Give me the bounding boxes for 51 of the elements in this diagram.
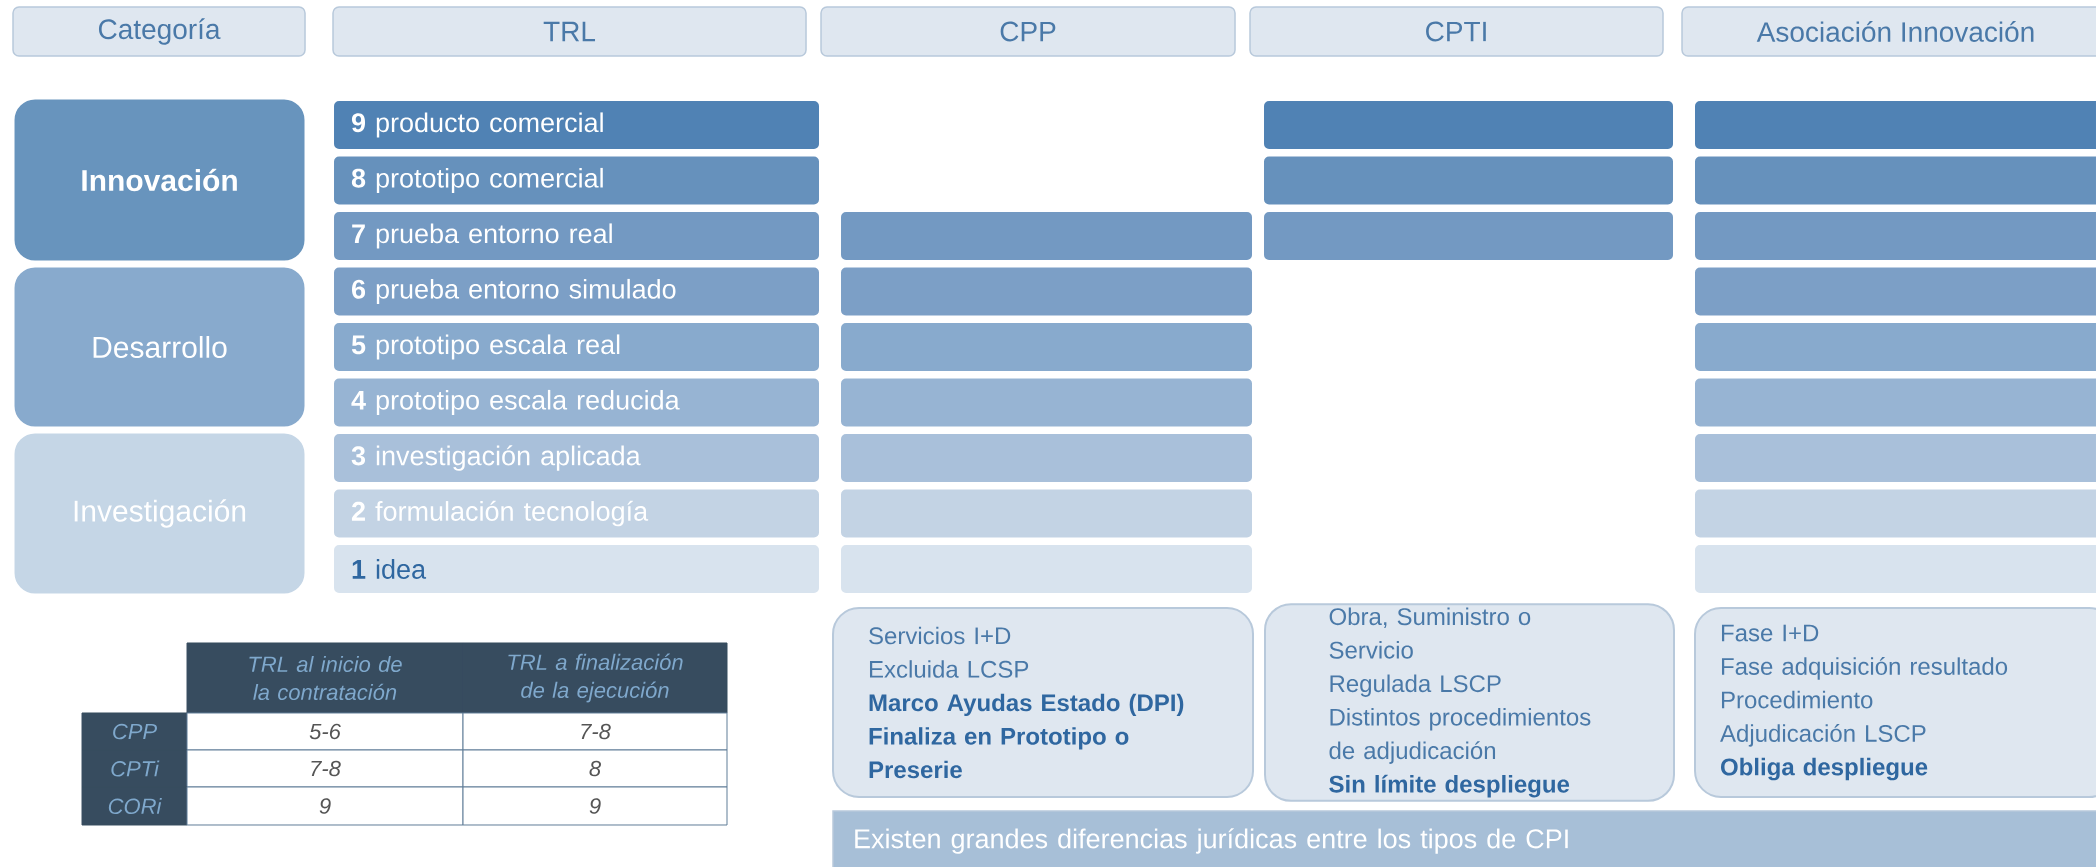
level-bar <box>1693 432 2096 484</box>
level-bar <box>1693 376 2096 429</box>
level-bar <box>1693 154 2096 207</box>
trl-level-bar: 7 prueba entorno real <box>332 210 821 262</box>
level-bar <box>839 376 1254 429</box>
trl-level-bar: 2 formulación tecnología <box>332 487 821 540</box>
level-bar <box>839 210 1254 262</box>
table-cell: 7-8 <box>186 749 464 788</box>
level-bar <box>1693 210 2096 262</box>
table-cell: 7-8 <box>462 712 728 751</box>
table-cell: TRL al inicio de la contratación <box>186 642 464 714</box>
table-cell: 8 <box>462 749 728 788</box>
level-bar <box>839 432 1254 484</box>
column-header: CPP <box>820 6 1236 57</box>
column-header: Categoría <box>12 6 306 57</box>
level-bar <box>1262 154 1675 207</box>
category-box: Innovación <box>11 96 308 264</box>
column-header: CPTI <box>1249 6 1664 57</box>
trl-level-bar: 1 idea <box>332 543 821 595</box>
table-cell: 9 <box>462 786 728 826</box>
level-bar <box>839 487 1254 540</box>
category-box: Desarrollo <box>11 264 308 430</box>
level-bar <box>1262 210 1675 262</box>
trl-level-bar: 4 prototipo escala reducida <box>332 376 821 429</box>
level-bar <box>839 265 1254 318</box>
info-box: Obra, Suministro o Servicio Regulada LSCP Distintos procedimientos de adjudicación Sin límite despliegue <box>1264 603 1675 802</box>
level-bar <box>1693 543 2096 595</box>
table-cell: 5-6 <box>186 712 464 751</box>
level-bar <box>1262 99 1675 151</box>
category-box: Investigación <box>11 430 308 597</box>
level-bar <box>839 321 1254 373</box>
table-cell: TRL a finalización de la ejecución <box>462 642 728 714</box>
trl-level-bar: 3 investigación aplicada <box>332 432 821 484</box>
level-bar <box>1693 265 2096 318</box>
level-bar <box>1693 487 2096 540</box>
trl-level-bar: 8 prototipo comercial <box>332 154 821 207</box>
trl-level-bar: 5 prototipo escala real <box>332 321 821 373</box>
table-cell: CPP <box>81 712 188 751</box>
level-bar <box>839 543 1254 595</box>
level-bar <box>1693 321 2096 373</box>
trl-level-bar: 6 prueba entorno simulado <box>332 265 821 318</box>
column-header: Asociación Innovación <box>1681 6 2096 57</box>
table-cell: CPTi <box>81 749 188 788</box>
info-box: Servicios I+D Excluida LCSP Marco Ayudas Estado (DPI) Finaliza en Prototipo o Preserie <box>832 607 1254 798</box>
trl-level-bar: 9 producto comercial <box>332 99 821 151</box>
table-cell: 9 <box>186 786 464 826</box>
column-header: TRL <box>332 6 807 57</box>
level-bar <box>1693 99 2096 151</box>
info-box: Fase I+D Fase adquisición resultado Procedimiento Adjudicación LSCP Obliga despliegue <box>1694 607 2096 798</box>
summary-band: Existen grandes diferencias jurídicas entre los tipos de CPI <box>832 810 2096 867</box>
table-cell: CORi <box>81 786 188 826</box>
